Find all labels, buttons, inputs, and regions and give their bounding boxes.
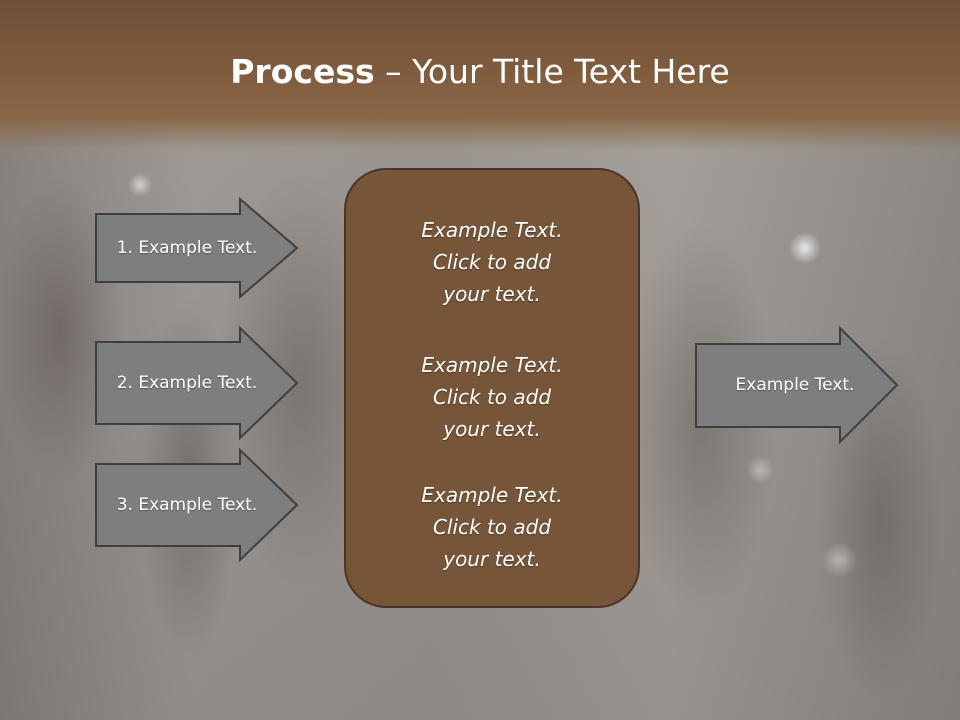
center-text-2[interactable]: Example Text. Click to add your text.: [421, 353, 563, 441]
process-arrow-1[interactable]: 1. Example Text.: [95, 196, 300, 300]
arrow-label: 2. Example Text.: [116, 373, 258, 393]
arrow-shape: [95, 447, 299, 563]
center-text-3[interactable]: Example Text. Click to add your text.: [421, 483, 563, 571]
arrow-label: Example Text.: [735, 375, 855, 395]
arrow-label: 3. Example Text.: [116, 495, 258, 515]
arrow-label: 1. Example Text.: [116, 238, 258, 258]
result-arrow[interactable]: Example Text.: [695, 325, 900, 445]
process-arrow-3[interactable]: 3. Example Text.: [95, 447, 300, 563]
slide-title[interactable]: Process – Your Title Text Here: [0, 52, 960, 91]
arrow-shape: [95, 196, 299, 300]
process-arrow-2[interactable]: 2. Example Text.: [95, 325, 300, 441]
title-bar: [0, 0, 960, 150]
arrow-shape: [95, 325, 299, 441]
center-text-box[interactable]: Example Text. Click to add your text. Ex…: [344, 168, 640, 608]
center-text-1[interactable]: Example Text. Click to add your text.: [421, 218, 563, 306]
title-rest: – Your Title Text Here: [374, 52, 730, 91]
arrow-shape: [695, 325, 899, 445]
title-bold: Process: [230, 52, 375, 91]
